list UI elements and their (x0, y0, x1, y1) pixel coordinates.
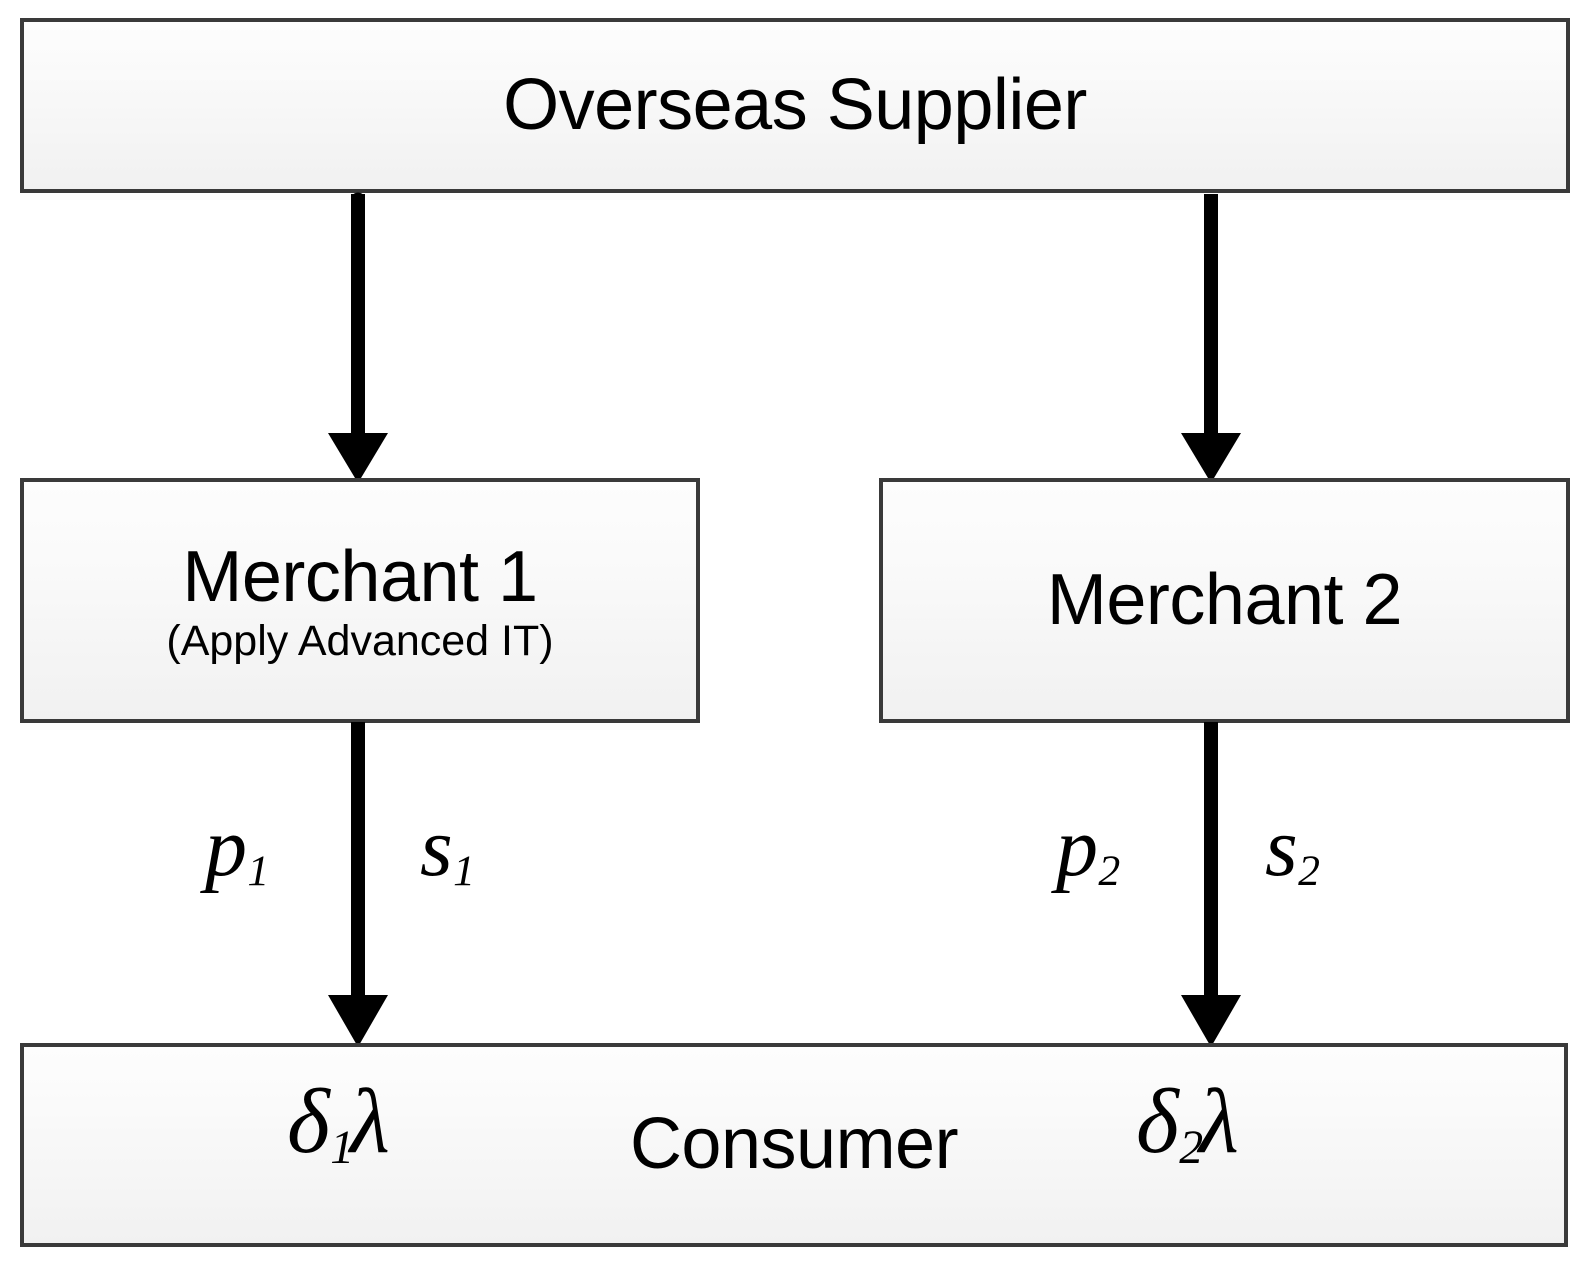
node-label-consumer: Consumer (629, 1104, 959, 1185)
edge-label-p1: p1 (205, 806, 269, 893)
edge-label-s2-base: s (1265, 801, 1298, 894)
arrow-merchant2-to-consumer (1180, 718, 1242, 1048)
node-sublabel-merchant-1: (Apply Advanced IT) (166, 616, 554, 665)
node-consumer[interactable]: Consumer (20, 1043, 1574, 1253)
edge-label-p1-base: p (205, 801, 247, 894)
edge-label-p2-base: p (1056, 801, 1098, 894)
consumer-label-delta2-base: δ (1136, 1070, 1179, 1172)
edge-label-p2: p2 (1056, 806, 1120, 893)
edge-label-p1-sub: 1 (247, 847, 270, 896)
node-label-overseas-supplier: Overseas Supplier (503, 64, 1087, 145)
edge-label-p2-sub: 2 (1098, 847, 1121, 896)
consumer-label-delta2-lambda: δ2λ (1136, 1075, 1239, 1171)
consumer-label-delta1-base: δ (287, 1070, 330, 1172)
edge-label-s1: s1 (420, 806, 475, 893)
node-merchant-2[interactable]: Merchant 2 (879, 478, 1576, 729)
edge-label-s1-sub: 1 (453, 847, 475, 896)
arrow-merchant1-to-consumer (327, 718, 389, 1048)
edge-label-s2-sub: 2 (1298, 847, 1320, 896)
node-label-merchant-2: Merchant 2 (1046, 559, 1403, 640)
consumer-label-delta1-lambda: δ1λ (287, 1075, 390, 1171)
consumer-label-delta1-sub: 1 (330, 1121, 355, 1174)
consumer-label-delta2-lambda-suffix: λ (1199, 1070, 1239, 1172)
consumer-label-delta1-lambda-suffix: λ (350, 1070, 390, 1172)
arrow-supplier-to-merchant2 (1180, 190, 1242, 484)
edge-label-s1-base: s (420, 801, 453, 894)
node-merchant-1[interactable]: Merchant 1 (Apply Advanced IT) (20, 478, 706, 729)
node-overseas-supplier[interactable]: Overseas Supplier (20, 18, 1576, 199)
consumer-label-delta2-sub: 2 (1179, 1121, 1204, 1174)
node-label-merchant-1: Merchant 1 (182, 537, 538, 618)
arrow-supplier-to-merchant1 (327, 190, 389, 484)
edge-label-s2: s2 (1265, 806, 1320, 893)
